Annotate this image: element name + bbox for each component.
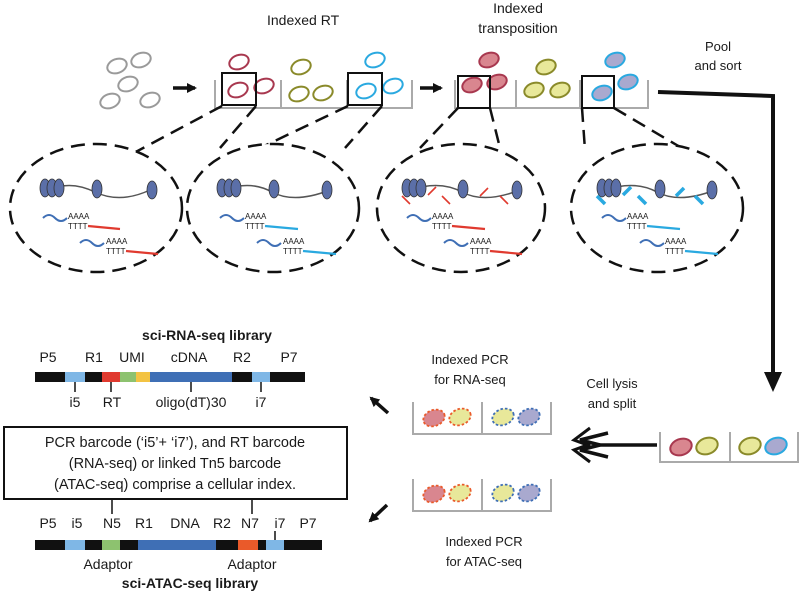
segment-label: DNA [170, 515, 200, 531]
segment-label: R1 [85, 349, 103, 365]
polyt-label: TTTT [106, 247, 126, 256]
pcr-rna-plate [412, 402, 552, 435]
polya-label: AAAA [68, 212, 90, 221]
nucleus-4: AAAA TTTT AAAA TTTT [569, 142, 745, 274]
note-line: PCR barcode (‘i5’+ ‘i7’), and RT barcode [45, 435, 305, 451]
note-line: (RNA-seq) or linked Tn5 barcode [69, 456, 282, 472]
label-pcr-rna-1: Indexed PCR [431, 352, 508, 367]
nucleus-3: AAAA TTTT AAAA TTTT [375, 142, 547, 274]
label-indexed-transposition-2: transposition [478, 20, 557, 36]
note-line: (ATAC-seq) comprise a cellular index. [54, 477, 296, 493]
polya-label: AAAA [432, 212, 454, 221]
segment-label: R2 [233, 349, 251, 365]
label-pcr-atac-2: for ATAC-seq [446, 554, 522, 569]
segment-label: P7 [299, 515, 316, 531]
segment-label: R1 [135, 515, 153, 531]
polyt-label: TTTT [627, 222, 647, 231]
atac-library-top-labels: P5 i5 N5 R1 DNA R2 N7 i7 P7 [39, 515, 316, 531]
atac-library-ticks [111, 500, 276, 540]
adaptor-right-label: Adaptor [227, 556, 276, 572]
segment-label: P7 [280, 349, 297, 365]
lysis-plate [659, 432, 799, 463]
segment-label: oligo(dT)30 [156, 394, 227, 410]
segment-label: i5 [70, 394, 81, 410]
nucleus-1: AAAA TTTT AAAA TTTT [8, 142, 184, 274]
cellular-index-note: PCR barcode (‘i5’+ ‘i7’), and RT barcode… [3, 426, 348, 500]
segment-label: i7 [256, 394, 267, 410]
split-arrow-icon [570, 426, 657, 464]
pcr-atac-plate [412, 479, 552, 512]
segment-label: P5 [39, 349, 56, 365]
atac-library-bar [35, 540, 322, 550]
adaptor-left-label: Adaptor [83, 556, 132, 572]
polyt-label: TTTT [432, 222, 452, 231]
label-indexed-transposition-1: Indexed [493, 0, 543, 16]
segment-label: N7 [241, 515, 259, 531]
atac-library-title: sci-ATAC-seq library [122, 575, 259, 591]
rna-library-bottom-labels: i5 RT oligo(dT)30 i7 [70, 394, 267, 410]
label-cell-lysis-1: Cell lysis [586, 376, 638, 391]
polyt-label: TTTT [245, 222, 265, 231]
segment-label: UMI [119, 349, 145, 365]
label-pool-1: Pool [705, 39, 731, 54]
polya-label: AAAA [627, 212, 649, 221]
rna-library-ticks [74, 382, 262, 392]
polya-label: AAAA [470, 237, 492, 246]
segment-label: i7 [275, 515, 286, 531]
zoom-guide-lines [129, 104, 686, 157]
rna-library-top-labels: P5 R1 UMI cDNA R2 P7 [39, 349, 297, 365]
polya-label: AAAA [245, 212, 267, 221]
segment-label: R2 [213, 515, 231, 531]
polyt-label: TTTT [470, 247, 490, 256]
segment-label: i5 [72, 515, 83, 531]
rna-library-title: sci-RNA-seq library [142, 327, 272, 343]
polya-label: AAAA [283, 237, 305, 246]
segment-label: RT [103, 394, 122, 410]
polyt-label: TTTT [283, 247, 303, 256]
polya-label: AAAA [665, 237, 687, 246]
polyt-label: TTTT [68, 222, 88, 231]
label-cell-lysis-2: and split [588, 396, 637, 411]
arrow-to-atac-library-icon [368, 503, 389, 523]
label-pcr-rna-2: for RNA-seq [434, 372, 506, 387]
rt-plate [214, 51, 413, 109]
rna-library-bar [35, 372, 305, 382]
segment-label: N5 [103, 515, 121, 531]
polyt-label: TTTT [665, 247, 685, 256]
arrow-to-rna-library-icon [369, 396, 390, 415]
label-pool-2: and sort [695, 58, 742, 73]
polya-label: AAAA [106, 237, 128, 246]
label-pcr-atac-1: Indexed PCR [445, 534, 522, 549]
pool-sort-arrow-icon [657, 90, 782, 392]
transposition-plate [454, 51, 649, 109]
segment-label: cDNA [171, 349, 208, 365]
segment-label: P5 [39, 515, 56, 531]
nucleus-2: AAAA TTTT AAAA TTTT [185, 142, 361, 274]
unlabeled-cells [99, 51, 161, 110]
label-indexed-rt: Indexed RT [267, 12, 340, 28]
